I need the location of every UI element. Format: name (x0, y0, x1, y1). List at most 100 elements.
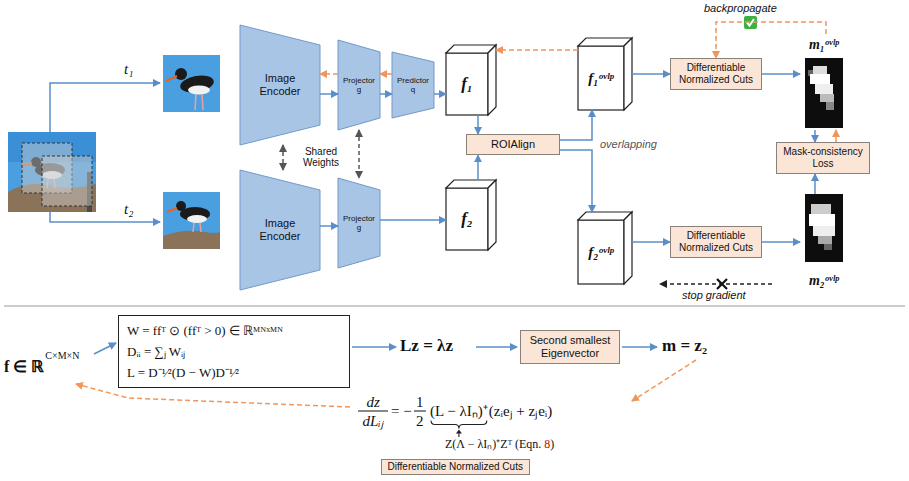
feature-cube-shape (488, 45, 496, 115)
annotation: Shared Weights (290, 146, 352, 168)
augmented-view (195, 94, 203, 110)
block-label: Image Encoder (250, 217, 310, 242)
shared-weights-arrow (358, 130, 360, 178)
feature-cube-shape (488, 180, 496, 250)
feature-cube-shape (578, 38, 632, 46)
mask-image: m₂ᵒᵛˡᵖ (800, 194, 848, 290)
equation-reference: 8 (544, 438, 550, 451)
feature-cube-shape (624, 38, 632, 110)
box-label: ROIAlign (471, 138, 555, 151)
augmented-view (163, 231, 220, 249)
mask-picture (809, 214, 835, 226)
math-label: 2 (416, 413, 424, 430)
augmented-view (166, 76, 177, 81)
equation: Dᵢᵢ = ∑ⱼ Wᵢⱼ (127, 341, 341, 362)
flow-arrow (632, 241, 670, 243)
flow-arrow (380, 219, 446, 221)
separator-line (4, 306, 905, 307)
flow-arrow (762, 73, 800, 75)
augmented-view (176, 201, 186, 211)
mask-label: m₁ᵒᵛˡᵖ (809, 37, 839, 52)
flow-arrow (477, 115, 479, 134)
math-label: Z(Λ − λIₙ)⁺Zᵀ (Eqn. (445, 438, 541, 451)
network-block (240, 25, 320, 145)
flow-arrow (320, 225, 338, 227)
annotation: overlapping (600, 138, 657, 150)
flow-arrow (476, 346, 517, 348)
block-label: Image Encoder (250, 72, 310, 97)
box-label: Differentiable Normalized Cuts (675, 230, 757, 254)
augmentation-arrow (50, 83, 160, 132)
math-label: = − (391, 403, 412, 420)
mask-picture (805, 58, 843, 128)
process-box: ROIAlign (466, 134, 560, 155)
augmentation-arrow (50, 212, 160, 222)
flow-arrow (814, 130, 816, 142)
flow-arrow (762, 241, 800, 243)
feature-cube-shape (446, 53, 488, 115)
network-block (338, 40, 380, 130)
underbrace (431, 421, 487, 429)
math-label: f ∈ ℝ (4, 358, 44, 376)
flow-arrow (352, 346, 396, 348)
augmented-view (175, 68, 187, 80)
mask-picture (805, 194, 843, 262)
mask-picture (818, 236, 832, 244)
annotation: stop gradient (682, 289, 746, 301)
augmentation-arrow (50, 83, 160, 222)
math-label: (L − λIₙ)⁺ (430, 403, 488, 420)
feature-cube-shape (578, 46, 624, 110)
input-photo (8, 132, 96, 212)
process-box: Second smallest Eigenvector (520, 330, 620, 364)
flow-arrow (320, 93, 338, 95)
network-block (392, 52, 434, 118)
flow-arrow (434, 93, 446, 95)
mask-picture (813, 66, 827, 74)
mask-picture (810, 74, 830, 84)
network-block (240, 170, 320, 290)
projector-block: Projector g (338, 178, 380, 268)
mask-picture (815, 84, 833, 94)
feature-cube: f₁ᵒᵛˡᵖ (578, 38, 632, 110)
annotation: backpropagate (704, 2, 777, 14)
mask-picture (813, 226, 835, 236)
feature-cube-shape (624, 212, 632, 284)
flow-arrow (477, 155, 479, 180)
flow-arrow (94, 343, 116, 354)
mask-label: m₂ᵒᵛˡᵖ (809, 273, 839, 288)
block-label: Projector g (340, 76, 378, 94)
process-box: Differentiable Normalized Cuts (670, 226, 762, 258)
transform-label: t₂ (124, 201, 133, 218)
feature-cube-shape (446, 38, 632, 284)
math-label: ) (550, 438, 554, 451)
encoder-block: Image Encoder (240, 170, 320, 290)
feature-label: f₁ (461, 74, 473, 94)
augmented-view (163, 55, 220, 112)
math-label: 1 (416, 394, 424, 411)
flow-arrow (622, 346, 657, 348)
flow-arrow (380, 93, 392, 95)
augmented-view (163, 55, 220, 112)
mask-picture (826, 102, 834, 110)
gradient-arrow (835, 130, 837, 142)
stop-gradient-arrow (660, 283, 772, 284)
math-label: C×M×N (45, 350, 79, 361)
flow-arrow (560, 150, 592, 212)
mask-picture (811, 204, 831, 214)
gradient-arrow (380, 73, 392, 75)
encoder-block: Image Encoder (240, 25, 320, 145)
equation: W = ffᵀ ⊙ (ffᵀ > 0) ∈ ℝᴹᴺˣᴹᴺ (127, 320, 341, 341)
shared-weights-arrow (282, 145, 284, 170)
caption-box: Differentiable Normalized Cuts (381, 459, 530, 475)
network-block (338, 178, 380, 268)
augmented-view (163, 192, 220, 249)
stop-gradient-arrow (717, 279, 727, 289)
box-label: Differentiable Normalized Cuts (675, 62, 757, 86)
box-label: Second smallest Eigenvector (525, 334, 615, 360)
leader-arrow (456, 430, 462, 434)
box-label: Mask-consistency Loss (781, 146, 865, 170)
math-label: (zᵢeⱼ + zⱼeᵢ) (489, 403, 553, 420)
equation-box: W = ffᵀ ⊙ (ffᵀ > 0) ∈ ℝᴹᴺˣᴹᴺDᵢᵢ = ∑ⱼ Wᵢⱼ… (118, 315, 350, 388)
mask-picture (824, 244, 832, 250)
gradient-arrow (320, 73, 338, 75)
